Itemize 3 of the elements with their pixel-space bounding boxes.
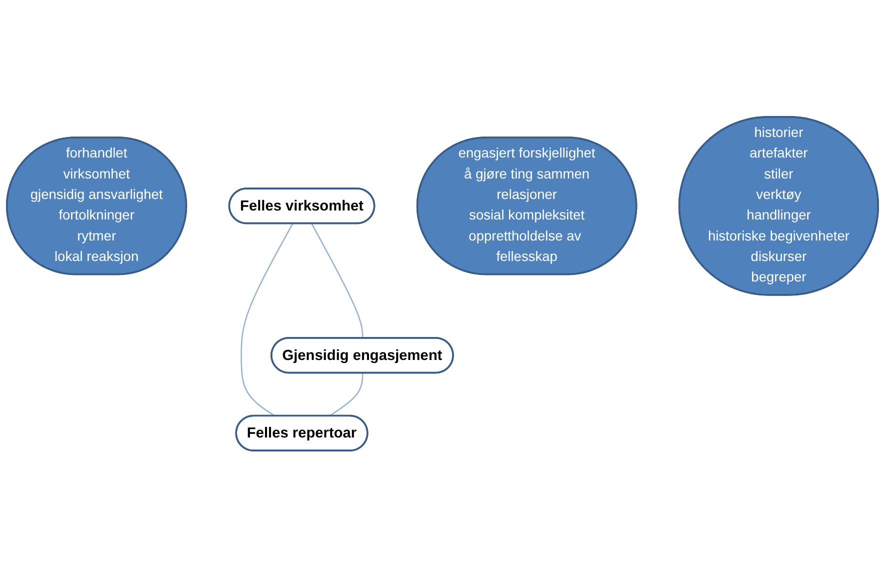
connector [311,223,364,338]
connector [240,223,294,416]
connector [328,372,364,416]
